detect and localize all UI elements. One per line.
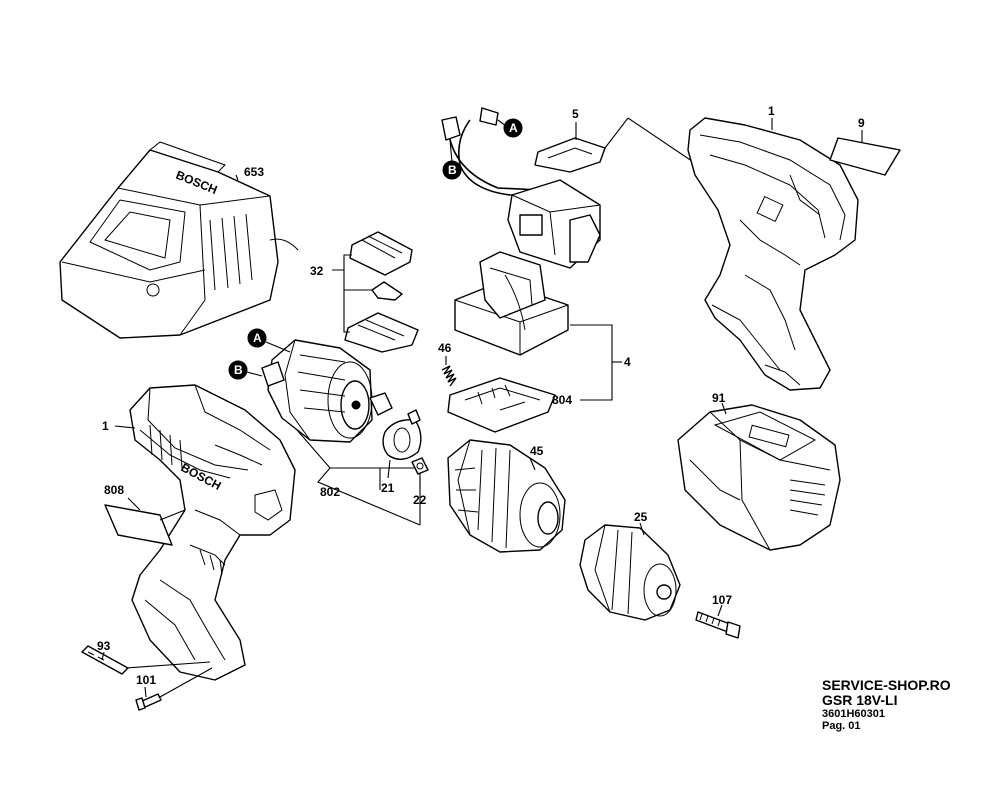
leader-line-101-b (159, 667, 213, 698)
leader-line-808 (127, 497, 141, 511)
marker-b-motor-leader (246, 371, 263, 377)
leader-line-45 (529, 457, 536, 471)
callout-45: 45 (530, 444, 544, 458)
leader-line-93-b (125, 661, 211, 669)
leader-line-91 (721, 402, 727, 415)
leader-line-5-link (604, 117, 629, 149)
housing-half-left-part-1: BOSCH (129, 384, 296, 681)
retaining-ring-part-21 (382, 409, 422, 460)
shop-name: SERVICE-SHOP.RO (822, 677, 951, 693)
callout-101: 101 (136, 673, 156, 687)
charger-part-653: BOSCH (59, 141, 299, 339)
callout-4: 4 (624, 355, 631, 369)
motor-part-802 (261, 339, 393, 443)
leader-bracket-802 (296, 429, 421, 526)
callout-22: 22 (413, 493, 427, 507)
callout-1-right: 1 (768, 104, 775, 118)
model-name: GSR 18V-LI (822, 692, 898, 708)
title-block: SERVICE-SHOP.RO GSR 18V-LI 3601H60301 Pa… (822, 678, 951, 732)
callout-804: 804 (552, 393, 572, 407)
callout-107: 107 (712, 593, 732, 607)
electronics-carrier (454, 251, 569, 356)
marker-a-top-label: A (509, 121, 518, 135)
leader-line-25 (639, 522, 645, 536)
callout-32: 32 (310, 264, 324, 278)
chuck-part-25 (579, 524, 681, 621)
leader-line-1-left (114, 425, 136, 429)
spring-part-46 (441, 365, 457, 387)
switch-clips-part-32 (344, 231, 419, 353)
callout-91: 91 (712, 391, 726, 405)
callout-25: 25 (634, 510, 648, 524)
callout-1-left: 1 (102, 419, 109, 433)
leader-line-93 (101, 651, 105, 661)
battery-part-91 (677, 404, 841, 551)
leader-line-101 (144, 686, 147, 698)
leader-line-808-b (159, 509, 186, 521)
marker-b-top-leader (449, 139, 453, 163)
callout-808: 808 (104, 483, 124, 497)
part-code: 3601H60301 (822, 708, 886, 720)
wire-harness (441, 107, 541, 196)
gearbox-part-45 (447, 439, 566, 553)
leader-bracket-4 (570, 324, 613, 401)
callout-802: 802 (320, 485, 340, 499)
label-part-808 (104, 504, 173, 546)
switch-module (507, 179, 601, 269)
trigger-part-5 (534, 137, 606, 173)
marker-b-motor-label: B (234, 363, 243, 377)
pcb-part-804 (447, 377, 556, 433)
screw-part-101 (135, 693, 162, 711)
marker-b-top (442, 160, 462, 180)
callout-93: 93 (97, 639, 111, 653)
page-number: Pag. 01 (822, 720, 861, 732)
leader-line-107 (717, 604, 723, 617)
screw-part-22 (411, 457, 429, 475)
marker-a-motor (247, 328, 267, 348)
callout-653: 653 (244, 165, 264, 179)
callout-5: 5 (572, 107, 579, 121)
callout-46: 46 (438, 341, 452, 355)
marker-a-motor-label: A (253, 331, 262, 345)
screw-part-107 (695, 611, 741, 639)
label-part-9 (829, 137, 901, 176)
marker-b-motor (228, 360, 248, 380)
marker-a-motor-leader (265, 341, 291, 353)
callout-21: 21 (381, 481, 395, 495)
leader-line-653 (235, 174, 239, 181)
leader-line-21 (387, 459, 391, 479)
marker-a-top (503, 118, 523, 138)
leader-bracket-32 (332, 254, 372, 333)
callout-9: 9 (858, 116, 865, 130)
marker-b-top-label: B (448, 163, 457, 177)
